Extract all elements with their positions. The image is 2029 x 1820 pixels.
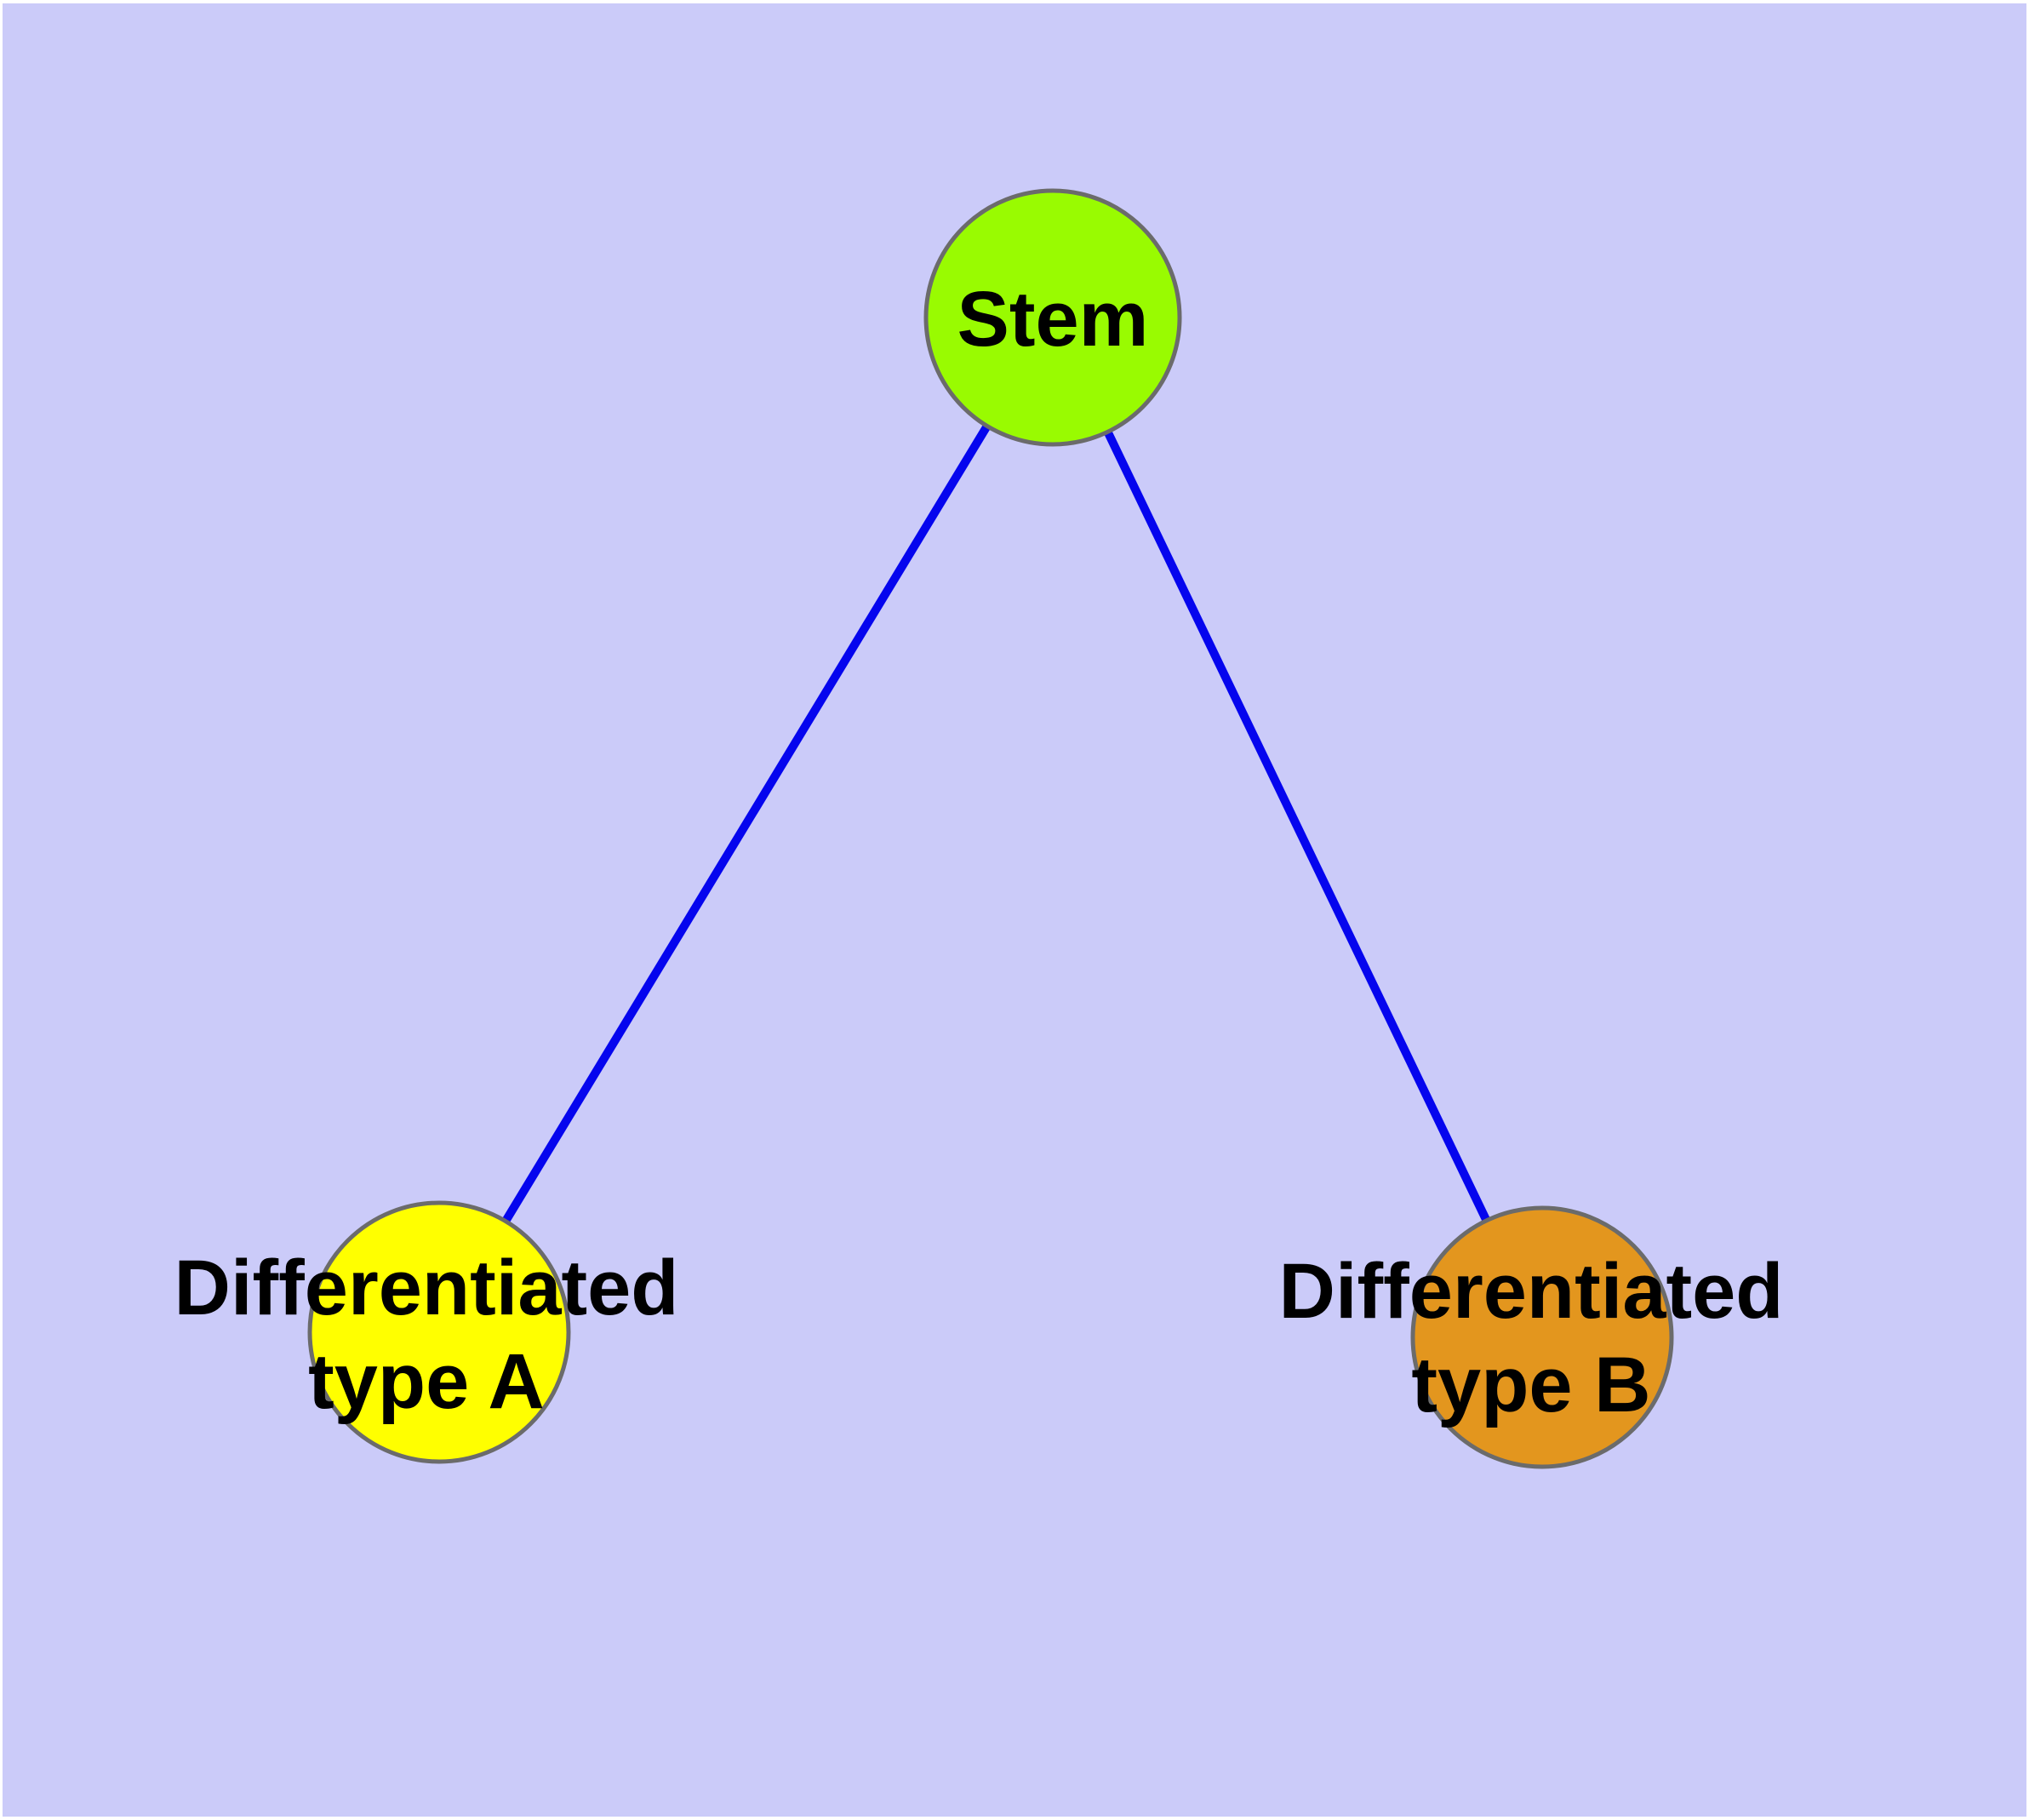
node-label-text-line-1: Differentiated: [174, 1245, 679, 1331]
edge-stem-to-type-b: [1049, 315, 1546, 1339]
node-circle-stem: [923, 188, 1182, 447]
node-label-differentiated-type-b: Differentiated type B: [1279, 1245, 1784, 1432]
node-label-text-line-2: type B: [1411, 1342, 1651, 1428]
node-label-differentiated-type-a: Differentiated type A: [174, 1241, 679, 1428]
node-label-text-line-2: type A: [308, 1338, 545, 1425]
node-circle-differentiated-type-a: [307, 1200, 571, 1464]
node-circle-differentiated-type-b: [1410, 1205, 1674, 1469]
node-label-text-line-1: Differentiated: [1278, 1248, 1784, 1335]
edge-stem-to-type-a: [434, 315, 1057, 1335]
node-label-text: Stem: [957, 276, 1149, 363]
node-label-stem: Stem: [957, 272, 1149, 366]
